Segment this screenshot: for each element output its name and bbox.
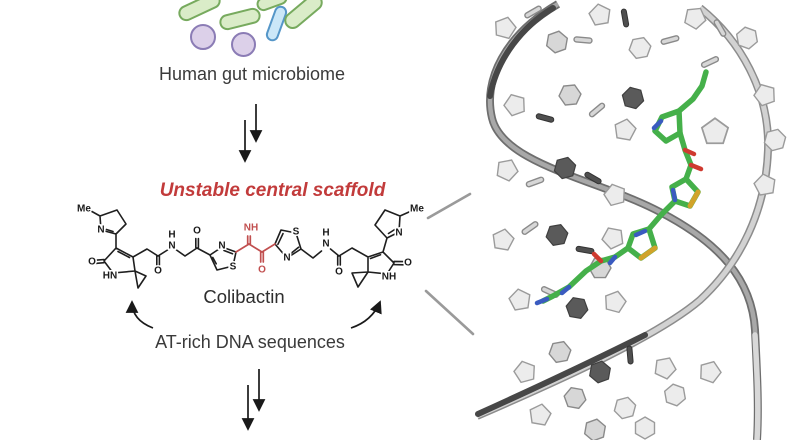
bacteria-cluster: [0, 0, 460, 110]
rod-green: [280, 0, 326, 32]
atom-label-h: H: [322, 228, 329, 239]
atom-label-n: N: [168, 241, 175, 252]
microbiome-caption: Human gut microbiome: [158, 64, 346, 84]
at-rich-dna-caption: AT-rich DNA sequences: [155, 332, 345, 352]
rod-green: [217, 6, 263, 32]
atom-label-o: O: [193, 226, 201, 237]
down-arrows-top: [238, 104, 263, 163]
unstable-scaffold-bonds: [235, 235, 276, 263]
atom-label-nh: NH: [244, 223, 258, 234]
rod-green: [175, 0, 223, 24]
atom-label-n: N: [97, 225, 104, 236]
atom-label-h: H: [168, 230, 175, 241]
unstable-scaffold-caption: Unstable central scaffold: [159, 180, 386, 201]
atom-label-n: N: [322, 239, 329, 250]
atom-label-hn: HN: [103, 271, 117, 282]
curved-arrow-right: [350, 300, 382, 329]
atom-label-o: O: [88, 257, 96, 268]
down-arrows-bottom: [241, 369, 266, 431]
atom-label-o: O: [335, 267, 343, 278]
atom-label-s: S: [293, 227, 300, 238]
coccus-purple: [190, 24, 216, 50]
atom-label-me: Me: [410, 204, 424, 215]
dna-backbone-strands: [475, 0, 773, 440]
atom-label-n: N: [395, 228, 402, 239]
dna-base-pairs: [490, 1, 788, 440]
colibactin-name-caption: Colibactin: [203, 286, 285, 307]
coccus-purple: [230, 31, 256, 57]
atom-label-me: Me: [77, 204, 91, 215]
colibactin-structure-bonds: [90, 209, 410, 289]
atom-label-s: S: [230, 262, 237, 273]
atom-label-nh: NH: [382, 272, 396, 283]
atom-label-o: O: [154, 266, 162, 277]
atom-label-o: O: [258, 265, 266, 276]
dna-helix-rendering: [475, 0, 788, 440]
colibactin-ligand: [534, 69, 709, 306]
atom-label-n: N: [218, 241, 225, 252]
atom-label-o: O: [404, 258, 412, 269]
atom-label-n: N: [283, 253, 290, 264]
